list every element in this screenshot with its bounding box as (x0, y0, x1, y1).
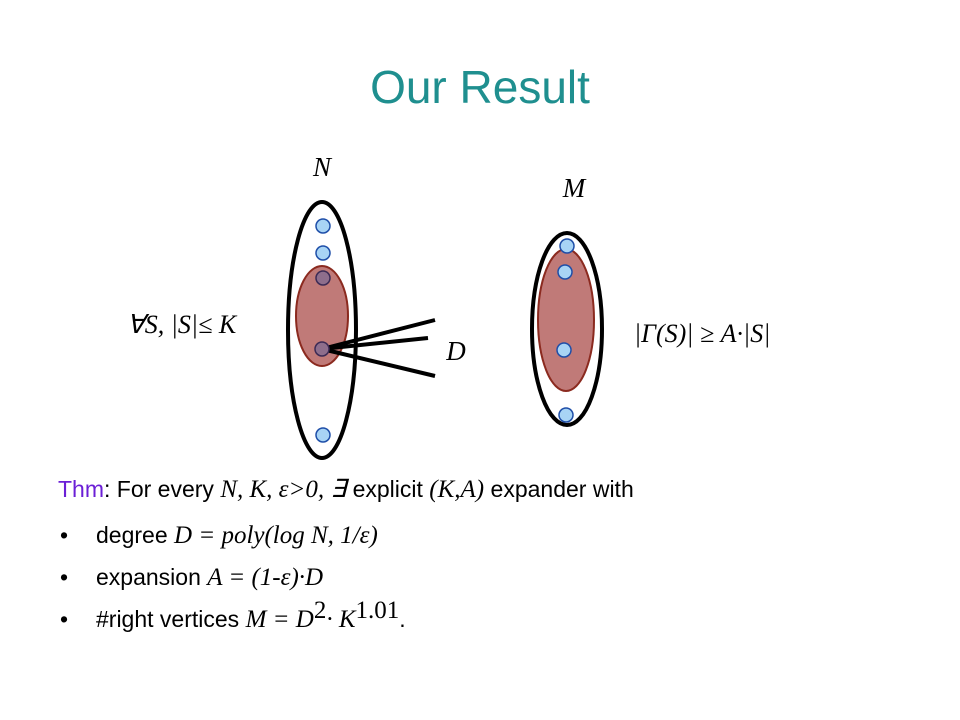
theorem-params: N, K, ε>0, ∃ (220, 476, 347, 503)
theorem-tail: expander with (484, 476, 634, 502)
theorem-statement: Thm: For every N, K, ε>0, ∃ explicit (K,… (58, 474, 634, 504)
list-item: • expansion A = (1-ε)·D (58, 556, 406, 598)
left-vertex (315, 218, 331, 234)
bullet-math-mid: · K (326, 606, 356, 633)
slide-title: Our Result (370, 61, 590, 113)
theorem-ka: (K,A) (429, 476, 485, 503)
edge-line (321, 347, 436, 378)
left-vertex-set-outline (286, 200, 358, 460)
right-vertex (556, 342, 572, 358)
expansion-condition: |Γ(S)| ≥ A·|S| (634, 319, 770, 348)
theorem-intro: : For every (104, 476, 221, 502)
bullet-icon: • (60, 606, 69, 632)
theorem-properties-list: • degree D = poly(log N, 1/ε) • expansio… (58, 514, 406, 640)
bullet-text: degree (96, 522, 175, 548)
list-item: • degree D = poly(log N, 1/ε) (58, 514, 406, 556)
bullet-icon: • (60, 564, 69, 590)
bullet-exponent: 1.01 (355, 597, 400, 624)
bullet-math: A = (1-ε)·D (207, 564, 324, 591)
bullet-math: D = poly(log N, 1/ε) (174, 522, 378, 549)
left-vertex (315, 245, 331, 261)
left-set-label-n: N (312, 152, 333, 182)
bullet-exponent: 2 (313, 597, 327, 624)
list-item: • #right vertices M = D2· K1.01. (58, 597, 406, 640)
theorem-label: Thm (58, 476, 104, 502)
bullet-math: M = D (245, 606, 314, 633)
bullet-text: #right vertices (96, 606, 246, 632)
right-vertex (557, 264, 573, 280)
set-size-condition: ∀S, |S|≤ K (127, 310, 238, 339)
degree-label-d: D (445, 336, 466, 366)
right-vertex (558, 407, 574, 423)
theorem-explicit: explicit (346, 476, 430, 502)
bullet-text: expansion (96, 564, 208, 590)
right-set-label-m: M (562, 173, 587, 203)
left-vertex-in-s (314, 341, 330, 357)
left-vertex-in-s (315, 270, 331, 286)
bullet-end: . (399, 606, 406, 632)
edge-line (321, 336, 429, 351)
right-vertex-set-outline (530, 231, 604, 427)
left-subset-s (295, 265, 349, 367)
edge-line (321, 318, 436, 351)
right-vertex (559, 238, 575, 254)
bullet-icon: • (60, 522, 69, 548)
left-vertex (315, 427, 331, 443)
